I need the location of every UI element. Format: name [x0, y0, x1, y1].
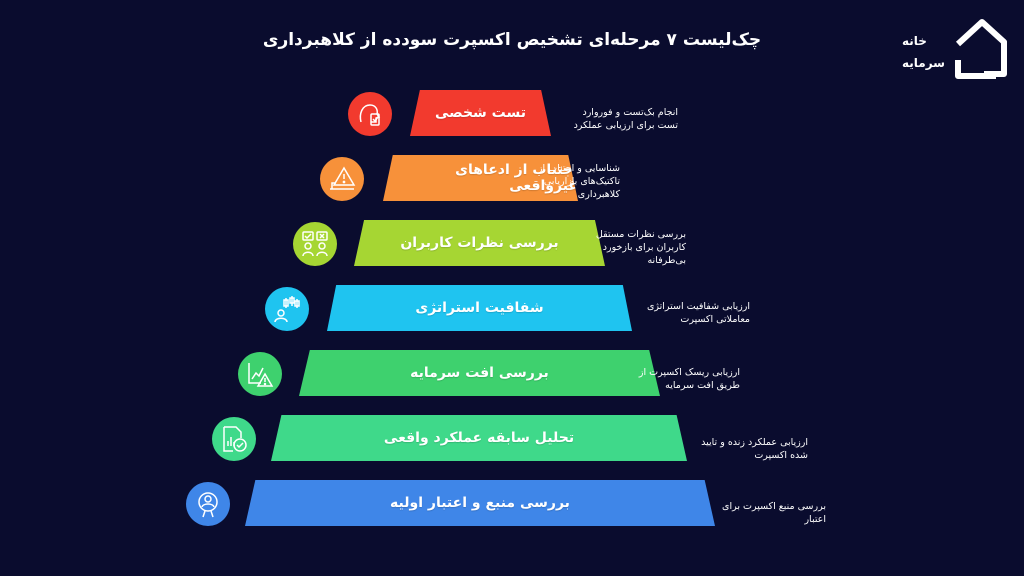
step-2-icon-circle [320, 157, 364, 201]
step-1-icon-circle [348, 92, 392, 136]
step-5-icon-circle [238, 352, 282, 396]
step-6-description: ارزیابی عملکرد زنده و تایید شده اکسپرت [701, 437, 808, 461]
step-1-description: انجام بک‌تست و فوروارد تست برای ارزیابی … [573, 107, 678, 131]
step-1-label: تست شخصی [434, 105, 526, 121]
logo-line1: خانه [902, 34, 927, 48]
candlestick-person-icon [274, 296, 300, 323]
step-5-description: ارزیابی ریسک اکسپرت از طریق افت سرمایه [638, 367, 740, 391]
step-4-bar: شفافیت استراتژی [327, 285, 632, 331]
person-search-icon [198, 492, 218, 518]
step-4-label: شفافیت استراتژی [415, 300, 544, 316]
step-2-description: شناسایی و اجتناب از تاکتیک‌های بازاریابی… [537, 163, 620, 200]
step-2-bar: اجتناب از ادعاهای غیرواقعی [383, 155, 578, 201]
document-chart-check-icon [223, 426, 247, 452]
step-7-label: بررسی منبع و اعتبار اولیه [390, 495, 570, 511]
page-title: چک‌لیست ۷ مرحله‌ای تشخیص اکسپرت سودده از… [262, 30, 762, 50]
step-4-icon-circle [265, 287, 309, 331]
step-6-icon-circle [212, 417, 256, 461]
step-3-label: بررسی نظرات کاربران [400, 235, 559, 251]
step-7-icon-circle [186, 482, 230, 526]
step-7-bar: بررسی منبع و اعتبار اولیه [245, 480, 715, 526]
step-2-label: اجتناب از ادعاهای غیرواقعی [455, 162, 578, 194]
step-3-description: بررسی نظرات مستقل کاربران برای بازخورد ب… [595, 229, 686, 266]
logo-line2: سرمایه [902, 56, 945, 70]
step-5-label: بررسی افت سرمایه [410, 365, 549, 381]
user-feedback-icon [302, 231, 328, 257]
step-5-bar: بررسی افت سرمایه [299, 350, 660, 396]
step-1-bar: تست شخصی [410, 90, 551, 136]
step-7-description: بررسی منبع اکسپرت برای اعتبار [722, 501, 826, 525]
house-logo-icon [955, 19, 1007, 79]
brand-logo: خانه سرمایه [896, 14, 1010, 86]
step-6-label: تحلیل سابقه عملکرد واقعی [383, 430, 575, 446]
chart-warning-icon [248, 363, 274, 387]
step-3-icon-circle [293, 222, 337, 266]
warning-triangles-icon [330, 166, 356, 190]
person-phone-check-icon [359, 104, 381, 126]
step-4-description: ارزیابی شفافیت استراتژی معاملاتی اکسپرت [646, 301, 750, 325]
step-3-bar: بررسی نظرات کاربران [354, 220, 605, 266]
step-6-bar: تحلیل سابقه عملکرد واقعی [271, 415, 687, 461]
